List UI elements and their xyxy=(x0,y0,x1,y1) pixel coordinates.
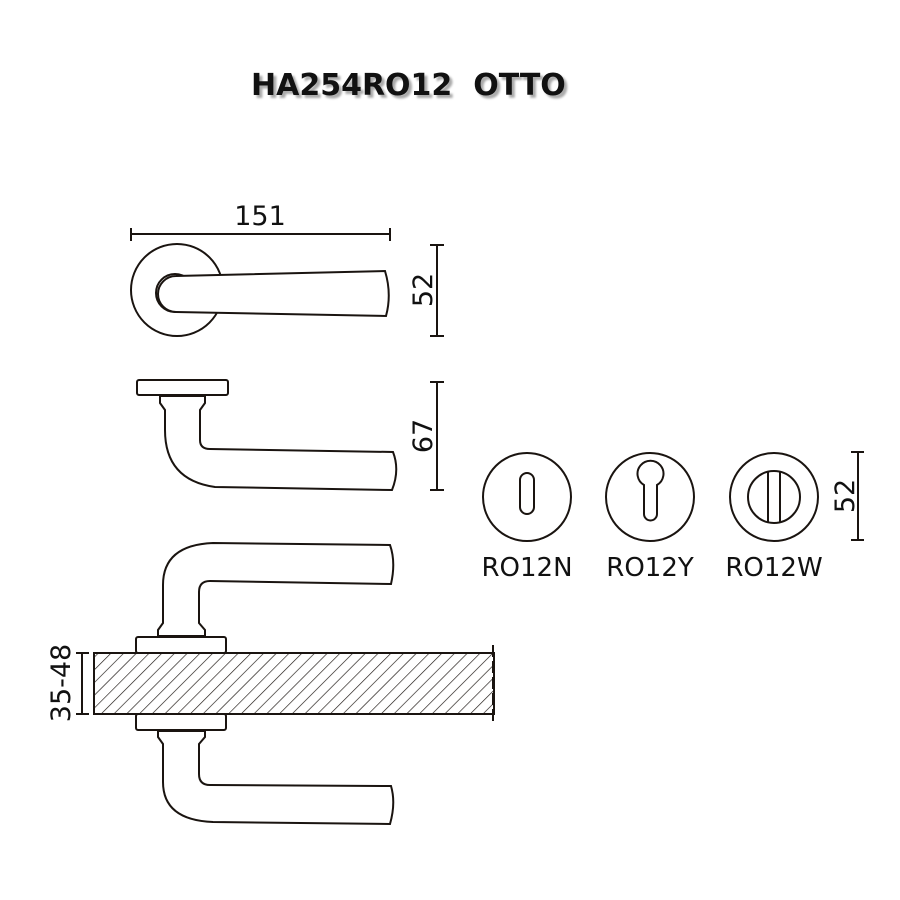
rose-diameter-label: 52 xyxy=(408,273,439,307)
escutcheon-rw: RO12W xyxy=(725,452,823,583)
escutcheon-label: RO12W xyxy=(725,553,822,583)
door-thickness-label: 35-48 xyxy=(46,644,77,722)
side-view: 67 xyxy=(136,379,444,492)
cylinder-hole-icon xyxy=(636,459,665,522)
page-title: HA254RO12 OTTO xyxy=(251,68,566,103)
length-label: 151 xyxy=(234,201,286,232)
height-label: 67 xyxy=(408,419,439,453)
lever-top xyxy=(157,269,390,318)
escutcheon-ry: RO12Y xyxy=(605,452,695,583)
rose-side xyxy=(136,379,229,396)
top-view: 151 52 xyxy=(130,201,444,337)
escutcheon-label: RO12Y xyxy=(606,553,694,583)
door-section xyxy=(93,652,495,715)
lever-side xyxy=(159,395,398,492)
escutcheon-diameter-label: 52 xyxy=(830,479,861,513)
upper-lever xyxy=(157,541,395,637)
door-assembly: 35-48 xyxy=(46,541,495,826)
lower-lever xyxy=(157,730,395,826)
escutcheon-rn: RO12N xyxy=(481,452,573,583)
escutcheon-label: RO12N xyxy=(481,553,572,583)
keyhole-icon xyxy=(519,472,535,515)
wc-turn-icon xyxy=(747,470,801,524)
